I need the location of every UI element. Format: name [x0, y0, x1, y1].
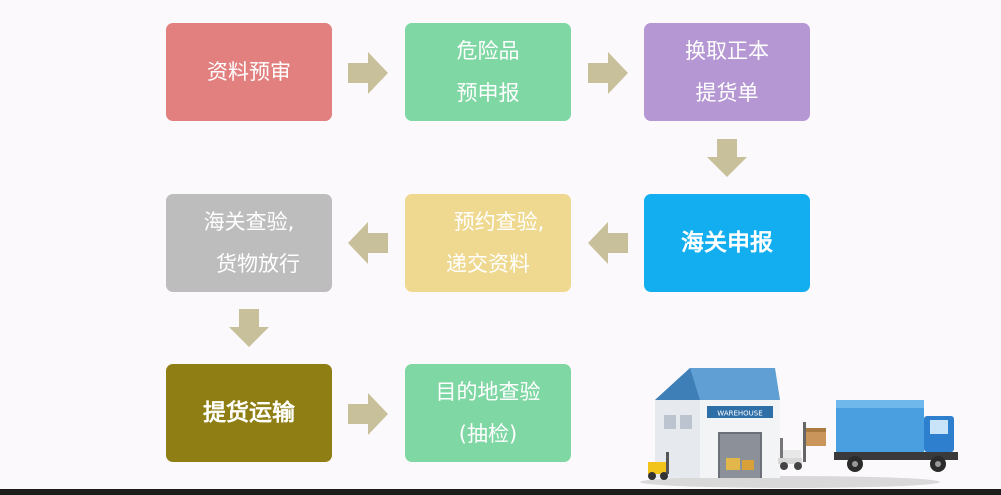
- step-label: 目的地查验: [435, 380, 541, 404]
- arrow-right-icon: [588, 52, 628, 94]
- step-customs-declaration: 海关申报: [644, 194, 810, 292]
- step-label: 提货运输: [203, 400, 295, 426]
- forklift-icon: [648, 452, 669, 480]
- step-dangerous-goods-pre-declaration: 危险品 预申报: [405, 23, 571, 121]
- step-document-pre-review: 资料预审: [166, 23, 332, 121]
- step-pickup-transport: 提货运输: [166, 364, 332, 462]
- step-label: 预申报: [456, 81, 520, 105]
- warehouse-truck-illustration: WAREHOUSE: [640, 368, 958, 488]
- arrow-left-icon: [348, 222, 388, 264]
- step-book-inspection: 预约查验, 递交资料: [405, 194, 571, 292]
- step-label: 提货单: [695, 81, 759, 105]
- step-label: 换取正本: [685, 39, 769, 63]
- step-label: 海关查验,: [203, 210, 295, 234]
- bottom-divider: [0, 489, 1001, 495]
- step-label: 递交资料: [446, 252, 530, 276]
- step-label: (抽检): [458, 422, 518, 446]
- step-customs-inspection-release: 海关查验, 货物放行: [166, 194, 332, 292]
- arrow-right-icon: [348, 393, 388, 435]
- warehouse-sign: WAREHOUSE: [717, 410, 762, 418]
- step-destination-inspection: 目的地查验 (抽检): [405, 364, 571, 462]
- step-exchange-delivery-order: 换取正本 提货单: [644, 23, 810, 121]
- step-label: 危险品: [456, 39, 520, 63]
- warehouse-icon: WAREHOUSE: [655, 368, 780, 478]
- arrow-left-icon: [588, 222, 628, 264]
- arrow-right-icon: [348, 52, 388, 94]
- step-label: 预约查验,: [453, 210, 545, 234]
- step-label: 海关申报: [681, 230, 773, 256]
- arrow-down-icon: [707, 139, 747, 177]
- forklift-icon: [778, 422, 826, 470]
- step-label: 资料预审: [207, 60, 291, 84]
- arrow-down-icon: [229, 309, 269, 347]
- step-label: 货物放行: [216, 252, 300, 276]
- truck-icon: [834, 400, 958, 472]
